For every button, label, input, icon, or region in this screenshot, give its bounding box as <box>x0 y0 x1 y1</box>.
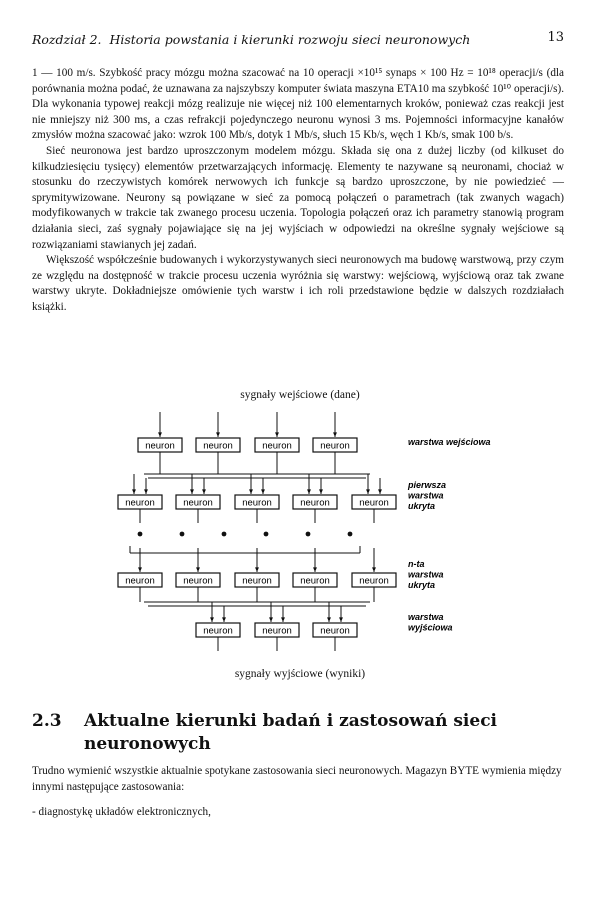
neuron-label: neuron <box>125 498 155 509</box>
neuron-label: neuron <box>183 576 213 587</box>
neuron-label: neuron <box>203 626 233 637</box>
conn-hiddenN-output-arrow-head <box>339 617 343 622</box>
neuron-box <box>175 572 221 588</box>
layer-label: pierwsza <box>407 480 446 490</box>
conn-input-hidden1-arrow-head <box>132 489 136 494</box>
neuron-box <box>195 622 241 638</box>
conn-input-hidden1-arrow-head <box>378 489 382 494</box>
neuron-label: neuron <box>359 498 389 509</box>
neuron-label: neuron <box>359 576 389 587</box>
hiddenN-in-arrow-head <box>196 567 200 572</box>
layer-label: ukryta <box>408 580 435 590</box>
neuron-label: neuron <box>242 498 272 509</box>
paragraph-3: Większość współcześnie budowanych i wyko… <box>32 254 564 313</box>
input-arrow-head <box>158 432 162 437</box>
hiddenN-in-arrow-head <box>138 567 142 572</box>
neuron-box <box>234 494 280 510</box>
hiddenN-in-arrow-head <box>313 567 317 572</box>
neuron-label: neuron <box>183 498 213 509</box>
neuron-label: neuron <box>320 441 350 452</box>
body-text: 1 — 100 m/s. Szybkość pracy mózgu można … <box>32 66 564 316</box>
conn-input-hidden1-arrow-head <box>319 489 323 494</box>
conn-hiddenN-output-arrow-head <box>210 617 214 622</box>
layer-label: warstwa <box>408 491 444 501</box>
paragraph-2: Sieć neuronowa jest bardzo uproszczonym … <box>32 144 564 251</box>
neuron-label: neuron <box>300 576 330 587</box>
layer-label: warstwa wejściowa <box>408 437 491 447</box>
neuron-box <box>117 494 163 510</box>
list-item: - diagnostykę układów elektronicznych, <box>32 806 211 818</box>
layer-label: wyjściowa <box>408 623 453 633</box>
page-number: 13 <box>547 30 564 45</box>
ellipsis-dot <box>305 531 311 537</box>
input-arrow-head <box>216 432 220 437</box>
conn-hiddenN-output-arrow-head <box>269 617 273 622</box>
neuron-box <box>351 572 397 588</box>
hiddenN-in-arrow-head <box>255 567 259 572</box>
neuron-box <box>117 572 163 588</box>
hiddenN-in-arrow-head <box>372 567 376 572</box>
conn-hiddenN-output-arrow-head <box>222 617 226 622</box>
neuron-box <box>234 572 280 588</box>
conn-input-hidden1-arrow-head <box>366 489 370 494</box>
chapter-header: Rozdział 2. Historia powstania i kierunk… <box>32 32 470 47</box>
chapter-label: Rozdział 2. <box>32 32 102 47</box>
layer-label: n-ta <box>408 559 425 569</box>
section-title: Aktualne kierunki badań i zastosowań sie… <box>84 711 498 754</box>
neuron-label: neuron <box>320 626 350 637</box>
conn-hiddenN-output-arrow-head <box>281 617 285 622</box>
neuron-label: neuron <box>300 498 330 509</box>
section-text: Trudno wymienić wszystkie aktualnie spot… <box>32 764 567 795</box>
paragraph-1: 1 — 100 m/s. Szybkość pracy mózgu można … <box>32 67 564 142</box>
neuron-box <box>254 622 300 638</box>
ellipsis-dot <box>347 531 353 537</box>
layer-label: warstwa <box>408 570 444 580</box>
section-number: 2.3 <box>32 711 62 731</box>
ellipsis-dot <box>221 531 227 537</box>
ellipsis-dot <box>179 531 185 537</box>
neuron-box <box>195 437 241 453</box>
conn-input-hidden1-arrow-head <box>144 489 148 494</box>
conn-hiddenN-output-arrow-head <box>327 617 331 622</box>
input-arrow-head <box>333 432 337 437</box>
ellipsis-dot <box>263 531 269 537</box>
neuron-label: neuron <box>242 576 272 587</box>
neuron-label: neuron <box>262 626 292 637</box>
figure-bottom-label: sygnały wyjściowe (wyniki) <box>234 668 366 680</box>
neuron-box <box>312 437 358 453</box>
conn-input-hidden1-arrow-head <box>249 489 253 494</box>
conn-input-hidden1-arrow-head <box>202 489 206 494</box>
section-paragraph: Trudno wymienić wszystkie aktualnie spot… <box>32 765 562 793</box>
conn-input-hidden1-arrow-head <box>190 489 194 494</box>
layer-label: ukryta <box>408 501 435 511</box>
neuron-box <box>137 437 183 453</box>
neuron-label: neuron <box>125 576 155 587</box>
neuron-box <box>292 494 338 510</box>
neuron-box <box>292 572 338 588</box>
neuron-box <box>175 494 221 510</box>
figure-top-label: sygnały wejściowe (dane) <box>240 389 360 401</box>
ellipsis-dot <box>137 531 143 537</box>
input-arrow-head <box>275 432 279 437</box>
page-header: Rozdział 2. Historia powstania i kierunk… <box>32 28 564 50</box>
conn-input-hidden1-arrow-head <box>261 489 265 494</box>
neuron-box <box>312 622 358 638</box>
neuron-label: neuron <box>203 441 233 452</box>
neuron-box <box>351 494 397 510</box>
neuron-label: neuron <box>262 441 292 452</box>
neuron-label: neuron <box>145 441 175 452</box>
conn-input-hidden1-arrow-head <box>307 489 311 494</box>
neuron-box <box>254 437 300 453</box>
chapter-title: Historia powstania i kierunki rozwoju si… <box>109 32 471 47</box>
layer-label: warstwa <box>408 612 444 622</box>
network-diagram: neuron neuron neuron neuron neuron neuron neur… <box>117 412 491 651</box>
